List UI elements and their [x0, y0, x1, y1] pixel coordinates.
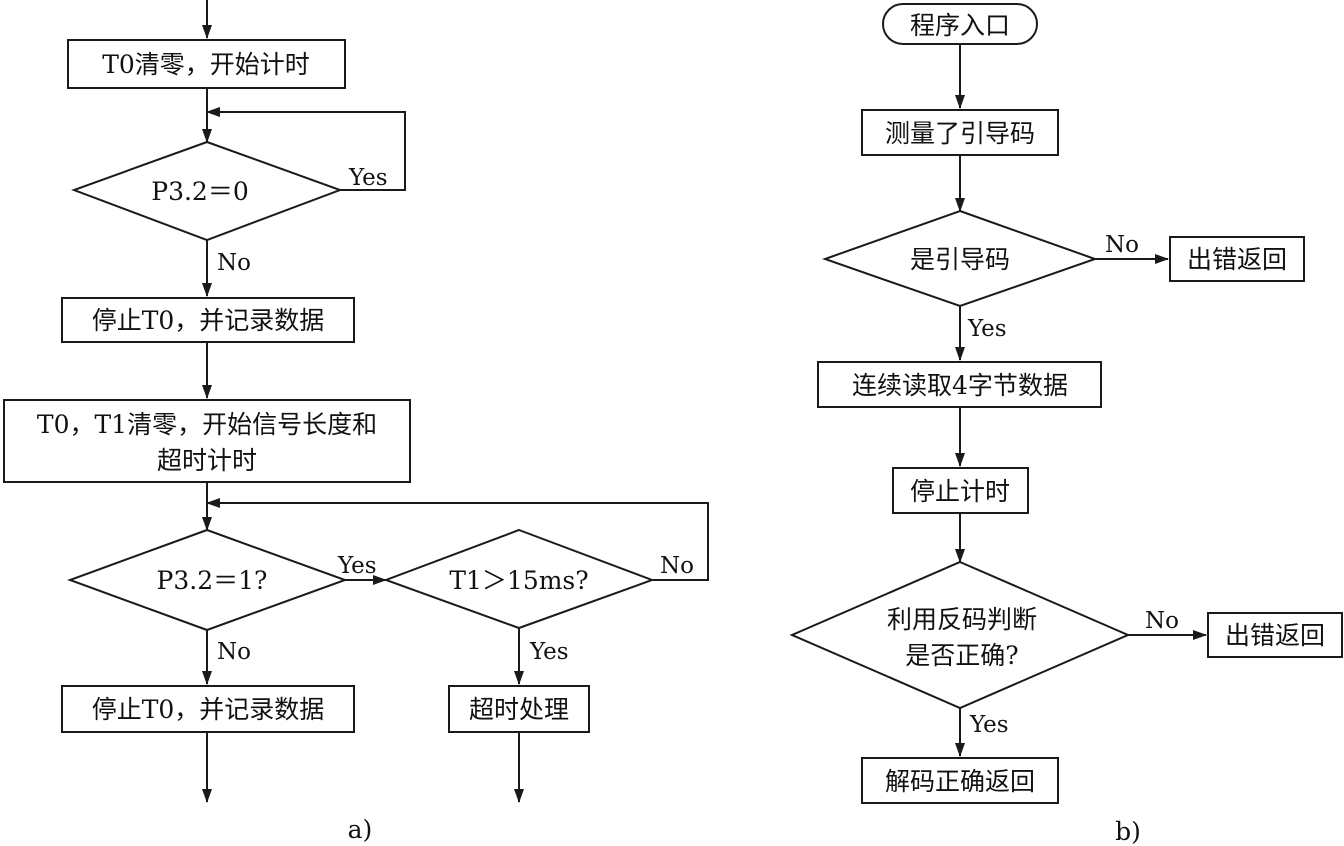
node-b-ok-return: 解码正确返回: [861, 757, 1059, 804]
node-b-error-1-label: 出错返回: [1187, 245, 1287, 274]
edge-a-t1-no-loop: [206, 498, 709, 581]
decision-a-t1-gt15: T1＞15ms?: [383, 528, 655, 630]
node-a-stop-t0-2: 停止T0，并记录数据: [61, 685, 355, 733]
label-b-leader-yes: Yes: [967, 316, 1007, 342]
node-a-t0t1-clear-line2: 超时计时: [157, 446, 257, 475]
caption-b: b): [1115, 817, 1141, 846]
node-a-stop-t0-1-label: 停止T0，并记录数据: [92, 306, 325, 335]
label-a-t1-no: No: [660, 553, 694, 579]
node-b-read4-label: 连续读取4字节数据: [852, 371, 1068, 400]
decision-b-check: 利用反码判断 是否正确?: [789, 560, 1131, 710]
node-b-stop-timer: 停止计时: [892, 467, 1029, 514]
caption-a: a): [348, 815, 373, 844]
node-a-timeout: 超时处理: [448, 685, 590, 733]
flowchart-a: T0清零，开始计时 P3.2＝0 停止T0，并记录数据 T0，T1清零，开始信号…: [3, 0, 709, 844]
decision-a-p32-eq0-label: P3.2＝0: [151, 177, 249, 206]
decision-b-is-leader: 是引导码: [821, 209, 1099, 308]
decision-a-p32-eq1-label: P3.2＝1?: [157, 566, 268, 595]
label-a-p32eq1-no: No: [217, 639, 251, 665]
label-a-p32eq0-yes: Yes: [348, 165, 388, 191]
node-b-error-2: 出错返回: [1207, 612, 1343, 658]
node-b-measure: 测量了引导码: [861, 109, 1059, 156]
node-b-ok-return-label: 解码正确返回: [885, 767, 1035, 796]
decision-a-p32-eq0: P3.2＝0: [71, 140, 343, 242]
decision-a-p32-eq1: P3.2＝1?: [67, 528, 348, 632]
node-a-t0-clear-label: T0清零，开始计时: [102, 50, 310, 79]
node-a-stop-t0-1: 停止T0，并记录数据: [61, 297, 355, 343]
node-a-t0t1-clear-line1: T0，T1清零，开始信号长度和: [37, 410, 377, 439]
label-a-p32eq1-yes: Yes: [337, 553, 377, 579]
flowchart-b: 程序入口 测量了引导码 是引导码 出错返回 连续读取4字节数据 停止计时 利用反…: [789, 3, 1343, 846]
decision-b-check-line2: 是否正确?: [905, 641, 1018, 670]
node-b-entry: 程序入口: [882, 3, 1038, 45]
node-a-stop-t0-2-label: 停止T0，并记录数据: [92, 695, 325, 724]
decision-b-is-leader-label: 是引导码: [910, 245, 1010, 274]
node-a-t0-clear: T0清零，开始计时: [67, 39, 346, 89]
node-b-error-2-label: 出错返回: [1225, 621, 1325, 650]
label-b-leader-no: No: [1105, 232, 1139, 258]
node-b-entry-label: 程序入口: [910, 11, 1010, 40]
node-b-error-1: 出错返回: [1169, 236, 1305, 282]
node-b-stop-timer-label: 停止计时: [910, 477, 1010, 506]
node-a-t0t1-clear: T0，T1清零，开始信号长度和 超时计时: [3, 399, 411, 483]
node-b-read4: 连续读取4字节数据: [817, 361, 1102, 408]
decision-b-check-line1: 利用反码判断: [887, 605, 1037, 634]
edge-a-p32eq0-yes-loop: [206, 107, 406, 191]
label-b-check-yes: Yes: [969, 712, 1009, 738]
decision-a-t1-gt15-label: T1＞15ms?: [449, 566, 588, 595]
node-a-timeout-label: 超时处理: [469, 695, 569, 724]
label-a-t1-yes: Yes: [529, 639, 569, 665]
label-b-check-no: No: [1145, 608, 1179, 634]
node-b-measure-label: 测量了引导码: [885, 119, 1035, 148]
label-a-p32eq0-no: No: [217, 250, 251, 276]
